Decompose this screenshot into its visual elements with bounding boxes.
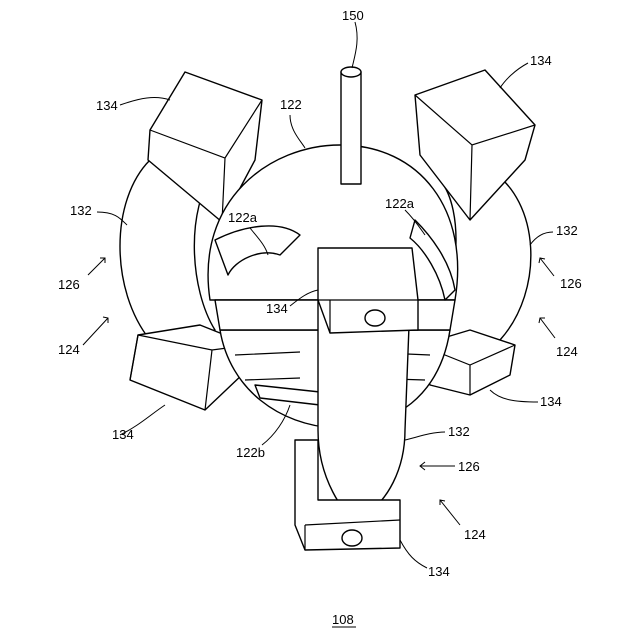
label-122b: 122b xyxy=(236,445,265,460)
label-122a-left: 122a xyxy=(228,210,258,225)
label-124-left: 124 xyxy=(58,342,80,357)
front-top-hole xyxy=(365,310,385,326)
label-126-bottom: 126 xyxy=(458,459,480,474)
label-134-top-left: 134 xyxy=(96,98,118,113)
label-134-top-right: 134 xyxy=(530,53,552,68)
label-134-right-bottom: 134 xyxy=(540,394,562,409)
shaft-150 xyxy=(341,67,361,184)
label-150: 150 xyxy=(342,8,364,23)
label-132-left: 132 xyxy=(70,203,92,218)
label-126-left: 126 xyxy=(58,277,80,292)
label-134-center: 134 xyxy=(266,301,288,316)
label-122: 122 xyxy=(280,97,302,112)
label-134-left-bottom: 134 xyxy=(112,427,134,442)
label-126-right: 126 xyxy=(560,276,582,291)
label-122a-right: 122a xyxy=(385,196,415,211)
front-bottom-hole xyxy=(342,530,362,546)
label-132-right: 132 xyxy=(556,223,578,238)
label-124-right: 124 xyxy=(556,344,578,359)
label-132-bottom: 132 xyxy=(448,424,470,439)
label-124-bottom: 124 xyxy=(464,527,486,542)
figure-number: 108 xyxy=(332,612,356,627)
label-134-bottom: 134 xyxy=(428,564,450,579)
figure-number-text: 108 xyxy=(332,612,354,627)
